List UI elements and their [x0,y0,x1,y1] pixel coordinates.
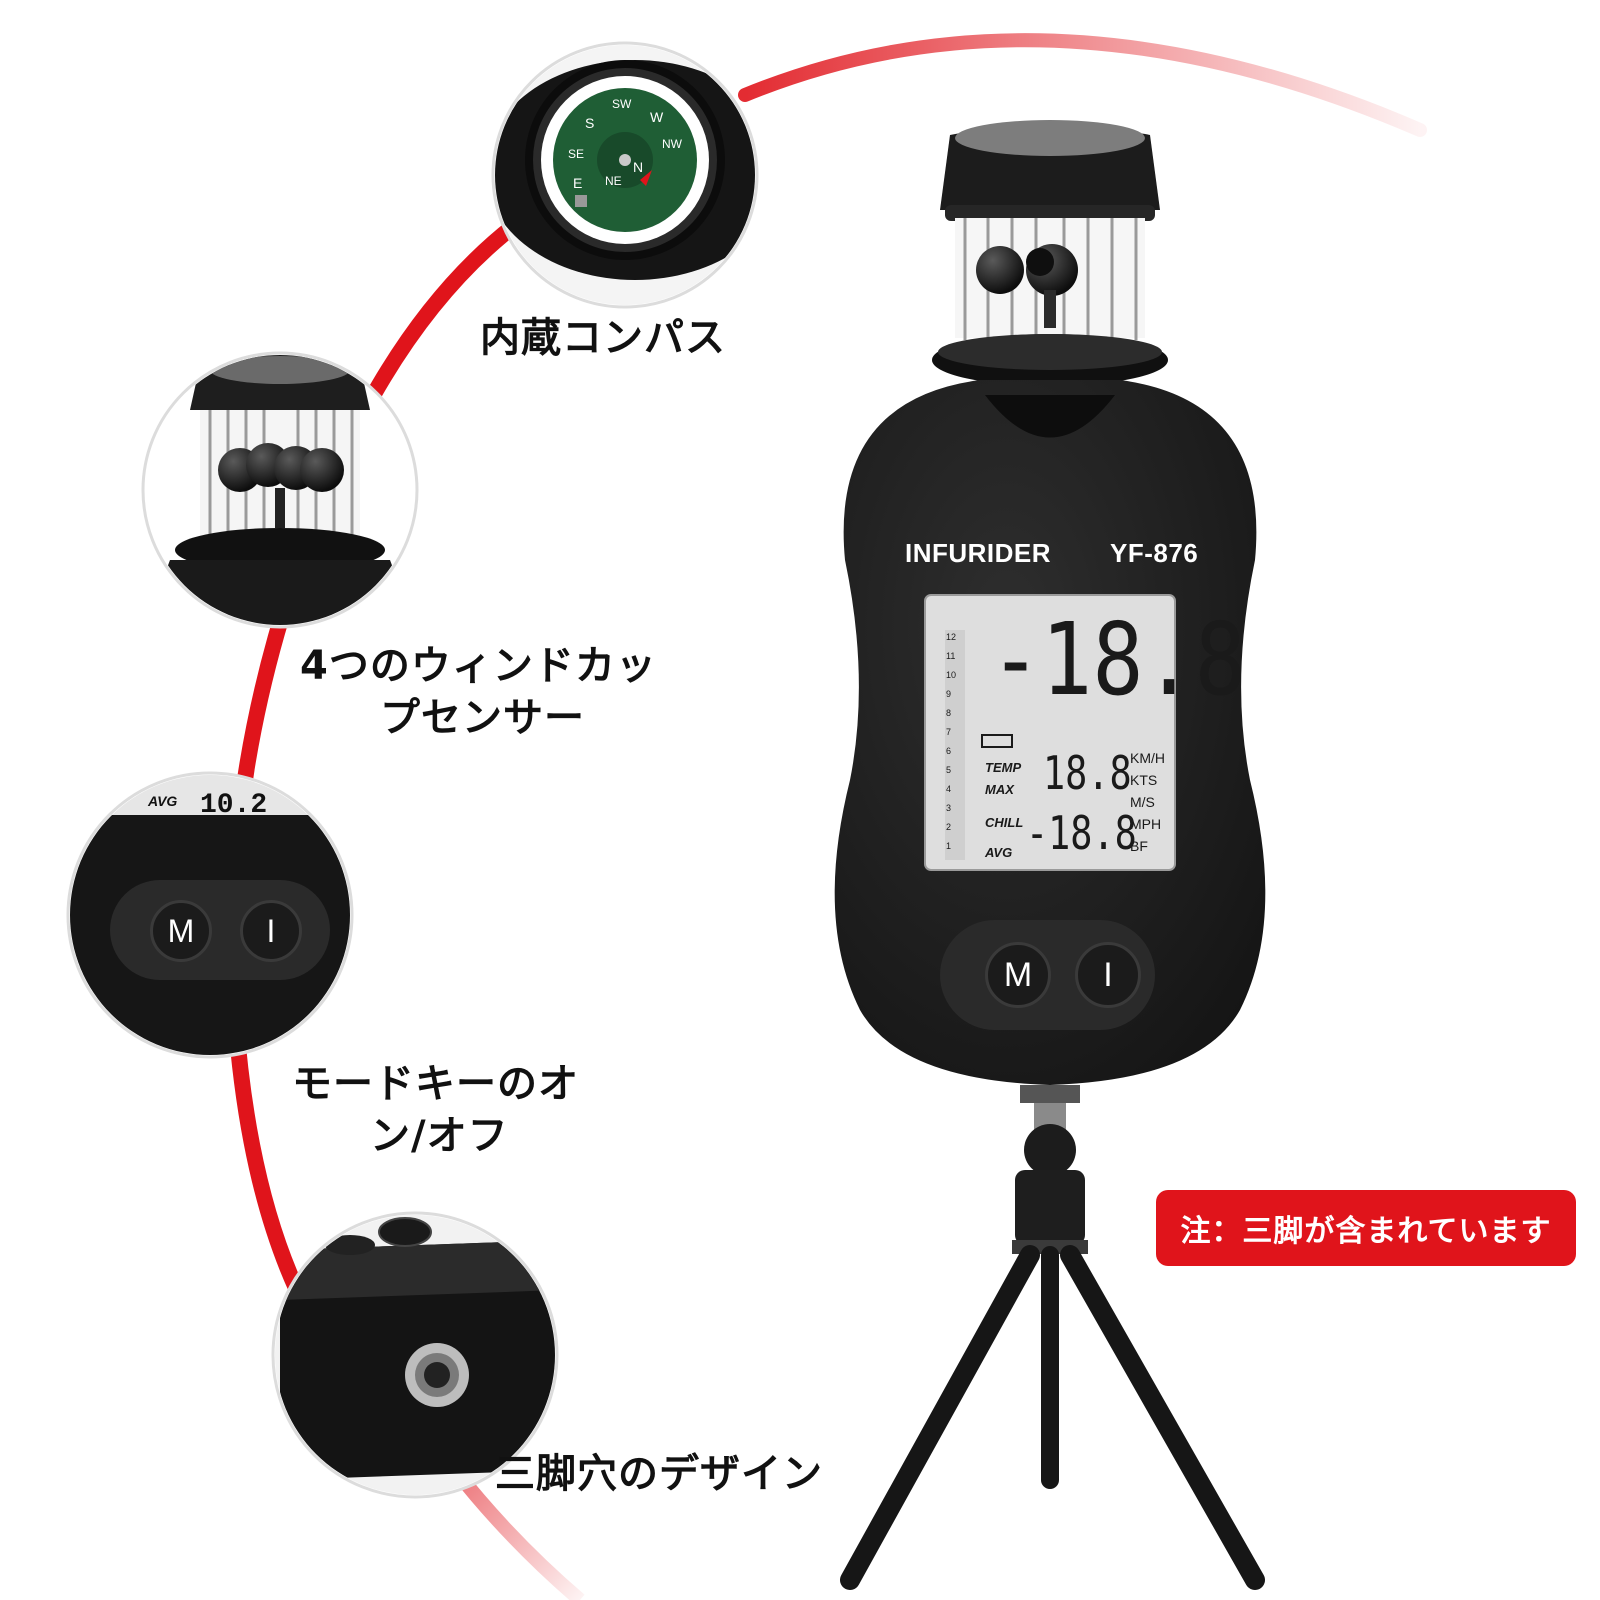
zoom-lcd-digits: 10.2 [200,790,267,821]
compass-dir-nw: NW [662,137,683,151]
compass-feature-label: 内蔵コンパス [480,315,726,361]
tripod-hole-zoom-circle [271,1211,559,1499]
wind-cup-icon [300,448,344,492]
lcd-main-reading: -18.8 [990,601,1246,718]
lcd-label-temp: TEMP [985,760,1022,775]
scale-mark: 8 [946,708,952,718]
lcd-label-max: MAX [985,782,1014,797]
scale-mark: 10 [946,670,957,680]
compass-dir-se: SE [568,147,584,161]
mode-key-m[interactable]: M [985,942,1051,1008]
scale-mark: 7 [946,727,952,737]
lcd-sub-reading-1: 18.8 [1043,746,1132,800]
tripod-included-note-text: 注：三脚が含まれています [1180,1214,1552,1249]
red-arc-top [738,33,1427,137]
scale-mark: 11 [946,651,956,661]
compass-dir-e: E [573,175,582,191]
lcd-label-chill: CHILL [985,815,1024,830]
windcup-feature-label-line2: プセンサー [380,695,585,741]
lcd-unit-mph: MPH [1130,816,1162,832]
power-key-i[interactable]: I [1075,942,1141,1008]
zoom-lcd-avg-label: AVG [147,793,177,809]
windcup-feature-label-line1: 4つのウィンドカッ [300,643,657,689]
compass-zoom-circle: SW W NW S SE E NE N [491,41,759,309]
red-arc [224,217,523,1358]
lcd-unit-ms: M/S [1130,794,1155,810]
wind-cup-icon [1026,248,1054,276]
scale-mark: 6 [946,746,952,756]
zoom-power-key-i: I [240,900,302,962]
keys-zoom-circle: AVG 10.2 [66,771,354,1059]
compass-dir-n: N [633,159,643,175]
lcd-beaufort-scale: 12 11 10 9 8 7 6 5 4 3 2 1 [946,632,964,860]
device-model: YF-876 [1110,538,1199,568]
lcd-screen [924,594,1176,871]
scale-mark: 5 [946,765,952,775]
lcd-unit-kts: KTS [1130,772,1158,788]
scale-mark: 9 [946,689,952,699]
wind-cup-icon [976,246,1024,294]
lcd-label-avg: AVG [985,845,1013,860]
lcd-unit-kmh: KM/H [1130,750,1165,766]
scale-mark: 1 [946,841,952,851]
scale-mark: 4 [946,784,952,794]
compass-dir-sw: SW [612,97,632,111]
tripod-included-note: 注：三脚が含まれています [1156,1190,1576,1266]
scale-mark: 2 [946,822,952,832]
compass-dir-s: S [585,115,594,131]
scale-mark: 12 [946,632,957,642]
compass-dir-w: W [650,109,664,125]
lcd-sub-reading-2: -18.8 [1026,806,1137,860]
compass-dir-ne: NE [605,174,622,188]
tripod-hole-feature-label: 三脚穴のデザイン [495,1451,823,1497]
mode-key-feature-label-line1: モードキーのオ [292,1061,579,1107]
windcup-zoom-circle [141,351,419,629]
device-brand: INFURIDER [905,538,1052,568]
lcd-unit-bf: BF [1130,838,1148,854]
scale-mark: 3 [946,803,952,813]
anemometer-device [834,120,1266,1590]
zoom-mode-key-m: M [150,900,212,962]
mode-key-feature-label-line2: ン/オフ [370,1113,509,1159]
